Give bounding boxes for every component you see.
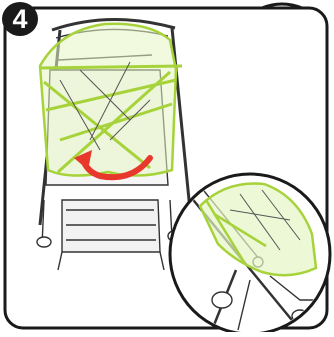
step-number: 4 [12,4,27,35]
rain-cover [40,24,176,176]
detail-inset [170,174,330,332]
step-number-badge: 4 [2,2,38,36]
